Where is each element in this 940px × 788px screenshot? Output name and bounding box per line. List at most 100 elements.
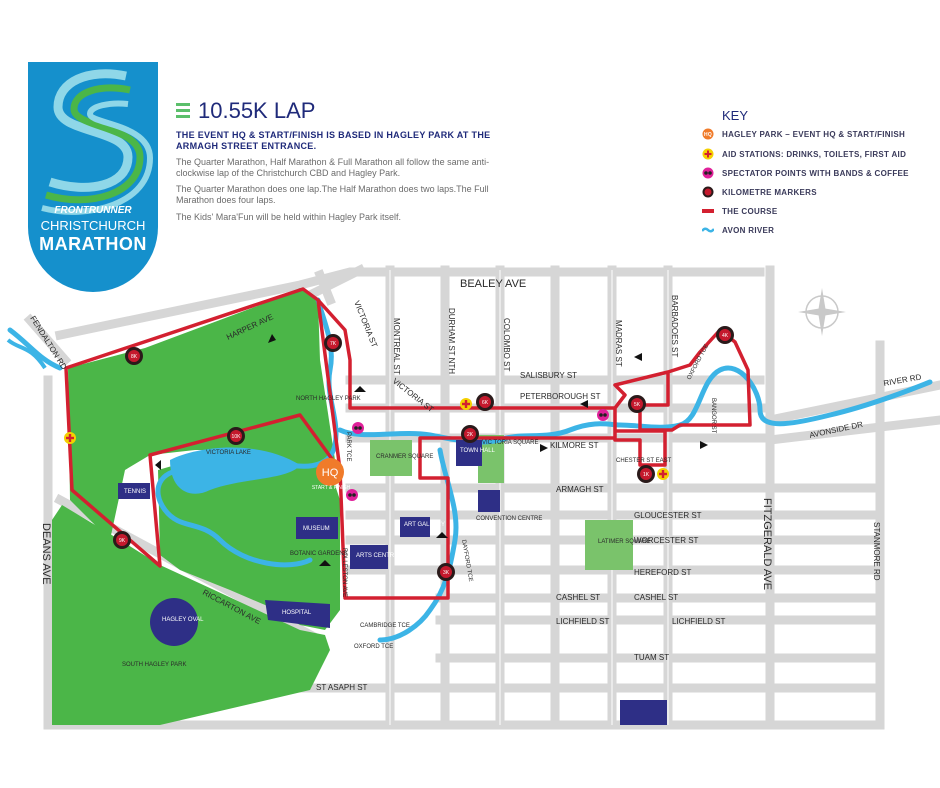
road-label: SALISBURY ST [520,371,577,380]
road-label: AVONSIDE DR [809,420,864,440]
km-marker-3k: 3K [437,563,455,581]
road-label: CAMBRIDGE TCE [360,623,410,629]
place-label: VIC TORIA SQUARE [482,440,538,446]
place-label: VICTORIA LAKE [206,450,251,456]
svg-text:5K: 5K [634,402,641,408]
km-marker-10k: 10K [227,427,245,445]
logo-line1: CHRISTCHURCH [40,218,146,233]
road-label: LICHFIELD ST [672,617,725,626]
place-label: ARTS CENTRE [356,553,398,559]
museum-building [296,517,338,539]
km-marker-1k: 1K [637,465,655,483]
road-label: DAYFORD TCE [460,539,473,582]
art-gallery-building [400,517,430,537]
latimer-square [585,520,633,570]
logo-line2: MARATHON [39,234,147,254]
place-label: TOWN HALL [460,448,496,454]
arrow-icon [268,334,276,343]
key-label: HAGLEY PARK – EVENT HQ & START/FINISH [722,130,906,139]
road-label: TUAM ST [634,653,669,662]
hq-icon: HQ [702,128,714,140]
key-label: SPECTATOR POINTS WITH BANDS & COFFEE [722,169,909,178]
place-label: MUSEUM [303,526,330,532]
logo-stripe-inner [41,100,154,215]
road-label: STANMORE RD [872,522,881,581]
road-label: CASHEL ST [556,593,600,602]
botanic-gardens-park [158,455,340,630]
road-label: MADRAS ST [614,320,623,367]
aid-station-icon [702,148,714,160]
road-label: KILMORE ST [550,441,599,450]
aid-station-icon [64,432,76,444]
arrow-icon [634,353,642,361]
road-label: CASHEL ST [634,593,678,602]
road-label: BEALEY AVE [460,278,526,290]
fendalton-stream [6,338,47,370]
place-label: NORTH HAGLEY PARK [296,396,361,402]
place-label: BOTANIC GARDENS [290,551,348,557]
convention-centre-building [478,490,500,512]
direction-arrows [155,334,708,566]
spectator-icon [346,489,358,501]
road-label: BARBADOES ST [670,295,679,357]
svg-text:10K: 10K [232,434,242,440]
key-label: KILOMETRE MARKERS [722,188,817,197]
hq-sublabel: START & FINISH [312,485,351,491]
headline: THE EVENT HQ & START/FINISH IS BASED IN … [176,130,491,151]
place-label: HOSPITAL [282,610,312,616]
aid-stations [64,398,669,480]
svg-text:8K: 8K [131,354,138,360]
arrow-icon [700,441,708,449]
svg-text:1K: 1K [643,472,650,478]
aid-station-icon [657,468,669,480]
logo-brand: FRONTRUNNER [54,205,132,216]
key-label: THE COURSE [722,207,778,216]
svg-text:6K: 6K [482,400,489,406]
key-label: AID STATIONS: DRINKS, TOILETS, FIRST AID [722,150,907,159]
place-label: HAGLEY OVAL [162,617,204,623]
spectator-icon [597,409,609,421]
km-marker-4k: 4K [716,326,734,344]
hagley-oval [150,598,198,646]
km-marker-7k: 7K [324,334,342,352]
description-paragraph: The Quarter Marathon does one lap.The Ha… [176,184,489,205]
road-label: BANGOR ST [710,398,716,434]
road-label: ROLLESTON AVE [341,548,347,597]
place-label: LATIMER SQUARE [598,539,651,545]
place-label: SOUTH HAGLEY PARK [122,662,186,668]
compass-rose-icon [798,288,846,336]
svg-text:4K: 4K [722,333,729,339]
road-label: CHESTER ST EAST [616,458,672,464]
place-labels: NORTH HAGLEY PARK VICTORIA LAKE TENNIS M… [122,396,651,668]
aid-station-icon [460,398,472,410]
svg-text:2K: 2K [467,432,474,438]
description-paragraph: The Kids' Mara'Fun will be held within H… [176,212,402,222]
arrow-icon [155,460,161,470]
hospital-building [265,600,330,628]
key-title: KEY [722,108,749,123]
arts-centre-building [350,545,388,569]
km-marker-5k: 5K [628,395,646,413]
logo-stripe-outer [48,69,133,192]
arrow-icon [354,386,366,392]
south-building [620,700,667,725]
road-label: OXFORD TCE [354,644,393,650]
victoria-lake [170,447,300,494]
road-label: LICHFIELD ST [556,617,609,626]
menu-lines-icon [176,103,190,119]
road-label: DEANS AVE [40,523,52,585]
km-marker-8k: 8K [125,347,143,365]
svg-text:7K: 7K [330,341,337,347]
road-label: ST ASAPH ST [316,683,368,692]
marathon-logo [28,62,158,292]
logo-stripe-mid [45,84,144,204]
arrow-icon [580,400,588,408]
road-label: COLOMBO ST [502,318,511,371]
svg-text:3K: 3K [443,570,450,576]
key-label: AVON RIVER [722,226,775,235]
place-label: TENNIS [124,489,146,495]
road-label: PETERBOROUGH ST [520,392,601,401]
hq-marker: HQ START & FINISH [312,458,351,491]
road-label: MONTREAL ST [392,318,401,375]
spectator-icon [702,167,714,179]
